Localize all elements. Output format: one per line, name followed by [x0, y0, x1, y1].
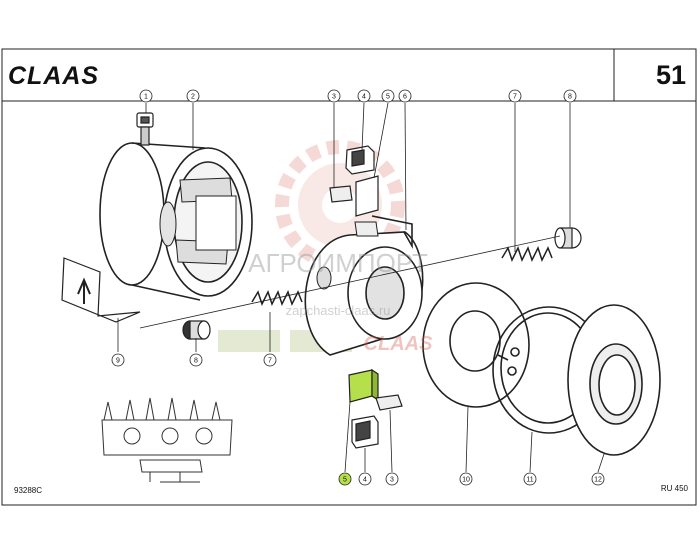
callout-circle [111, 353, 125, 367]
callout-10: 10 [459, 472, 473, 486]
callout-7: 7 [263, 353, 277, 367]
callout-3: 3 [385, 472, 399, 486]
callout-circle [139, 89, 153, 103]
callout-circle [263, 353, 277, 367]
callout-circle [508, 89, 522, 103]
callout-4: 4 [357, 89, 371, 103]
callout-2: 2 [186, 89, 200, 103]
callout-circle [385, 472, 399, 486]
callout-label: 6 [403, 94, 407, 101]
callout-circle [358, 472, 372, 486]
part-2-drum-housing [99, 142, 253, 301]
leader-lines [117, 102, 605, 473]
callout-circle [523, 472, 537, 486]
inset-machine-diagram [101, 397, 233, 483]
callout-label: 4 [362, 94, 366, 101]
page-reference: RU 450 [660, 484, 688, 493]
part-10-friction-disc [422, 282, 530, 408]
callout-8: 8 [563, 89, 577, 103]
assembly-axis-line [139, 235, 561, 329]
callout-label: 7 [513, 94, 517, 101]
callout-label: 12 [594, 477, 602, 484]
callout-circle [357, 89, 371, 103]
watermark-brand: CLAAS [364, 333, 434, 355]
callout-label: 11 [526, 477, 533, 484]
sheet-number: 51 [655, 60, 686, 90]
part-7-spring-upper [501, 246, 553, 262]
callout-label: 8 [568, 94, 572, 101]
callout-9: 9 [111, 353, 125, 367]
callout-label: 4 [363, 477, 367, 484]
callout-label: 10 [462, 477, 470, 484]
callout-circle [189, 353, 203, 367]
callout-label: 2 [191, 94, 195, 101]
part-8-set-screw-upper [554, 227, 582, 249]
callout-1: 1 [139, 89, 153, 103]
callout-5: 5 [338, 472, 352, 486]
part-7-spring-lower [251, 290, 303, 306]
callout-label: 5 [343, 477, 347, 484]
callout-circle [381, 89, 395, 103]
sheet-frame [1, 48, 697, 506]
callout-circle [186, 89, 200, 103]
part-12-cover [567, 304, 661, 456]
callout-label: 7 [268, 358, 272, 365]
part-4-slide-block-top [345, 145, 375, 175]
callout-label: 5 [386, 94, 390, 101]
part-5-plate-top [355, 175, 379, 217]
callout-12: 12 [591, 472, 605, 486]
part-4-slide-block-bottom [351, 415, 379, 449]
part-3-key-top [329, 185, 353, 203]
watermark-line-1: АГРОИМПОРТ [248, 248, 428, 278]
callout-label: 9 [116, 358, 120, 365]
drawing-code: 93288C [14, 486, 43, 495]
callout-3: 3 [327, 89, 341, 103]
claas-logo: CLAAS [8, 62, 99, 88]
callout-5: 5 [381, 89, 395, 103]
callout-8: 8 [189, 353, 203, 367]
brand-logo-text: CLAAS [8, 62, 99, 88]
callout-circle [327, 89, 341, 103]
watermark-line-2: zapchasti-claas.ru [286, 303, 391, 318]
callout-label: 3 [332, 94, 336, 101]
callout-label: 1 [144, 94, 148, 101]
part-9-label-strip [61, 257, 141, 323]
callout-circle [338, 472, 352, 486]
part-3-key-bottom [375, 394, 403, 411]
callout-circle [459, 472, 473, 486]
callout-circle [591, 472, 605, 486]
callout-6: 6 [398, 89, 412, 103]
callout-11: 11 [523, 472, 537, 486]
part-8-set-screw-lower [182, 320, 211, 340]
callout-label: 3 [390, 477, 394, 484]
callout-circle [563, 89, 577, 103]
part-5-plate-highlighted [348, 368, 379, 403]
part-1-cap-screw [136, 112, 154, 146]
callout-circle [398, 89, 412, 103]
callout-label: 8 [194, 358, 198, 365]
callout-7: 7 [508, 89, 522, 103]
callout-4: 4 [358, 472, 372, 486]
